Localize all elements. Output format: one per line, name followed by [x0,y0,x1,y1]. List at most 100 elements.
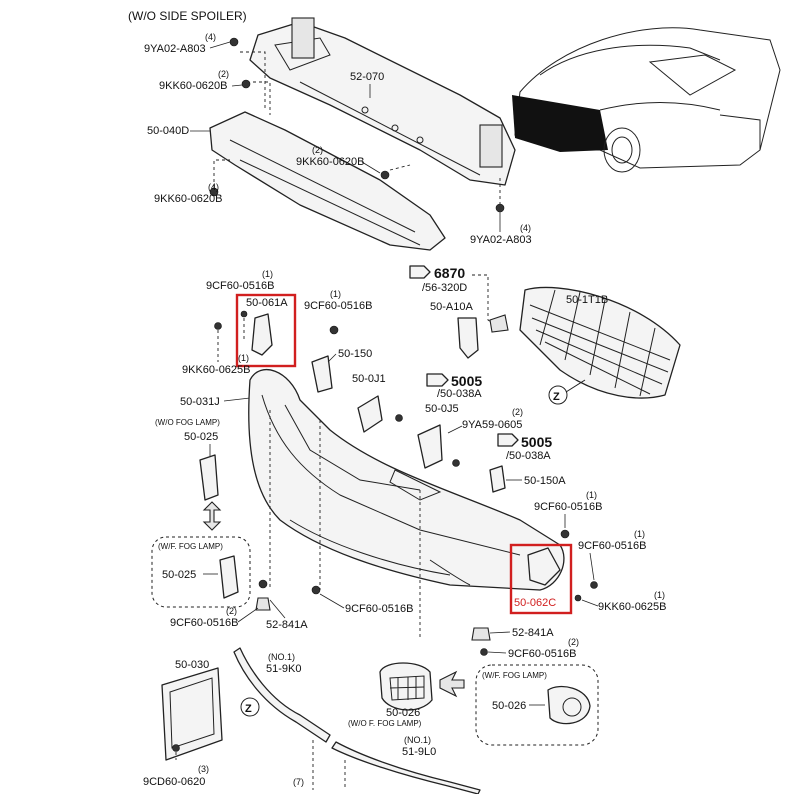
callout-9cf60-e: (2) 9CF60-0516B [170,579,271,629]
callout-9kk60-0620b-a: (2) 9KK60-0620B [159,69,243,92]
callout-9kk60-0620b-c: (4) 9KK60-0620B [154,182,223,205]
callout-50-0j5: 50-0J5 [395,403,459,469]
callout-9ya59: (2) 9YA59-0605 [447,407,523,434]
svg-text:50-0J1: 50-0J1 [352,373,386,385]
svg-text:(W/F. FOG LAMP): (W/F. FOG LAMP) [482,671,547,680]
svg-text:9KK60-0620B: 9KK60-0620B [159,80,228,92]
svg-text:(1): (1) [238,353,249,363]
svg-text:52-841A: 52-841A [512,627,554,639]
svg-text:9YA02-A803: 9YA02-A803 [470,234,532,246]
callout-9cf60-a: (1) 9CF60-0516B [206,269,275,292]
svg-text:50-026: 50-026 [386,707,420,719]
upper-reinforcement [209,17,516,251]
callout-50-061a: 50-061A [235,293,297,368]
callout-wf-fog-left: (W/F. FOG LAMP) 50-025 [151,536,251,608]
svg-text:9CF60-0516B: 9CF60-0516B [578,540,647,552]
car-thumbnail [512,27,781,173]
svg-text:5005: 5005 [451,373,482,389]
callout-52-841a-right: 52-841A [471,627,554,641]
svg-text:(1): (1) [262,269,273,279]
svg-text:50-025: 50-025 [162,569,196,581]
svg-text:(1): (1) [330,289,341,299]
svg-text:(4): (4) [520,223,531,233]
bolt-9kk60-b [380,170,390,180]
callout-50-031j: 50-031J [180,396,251,408]
callout-50-a10a: 50-A10A [430,301,479,359]
svg-text:(1): (1) [654,590,665,600]
svg-text:50-025: 50-025 [184,431,218,443]
svg-text:9CF60-0516B: 9CF60-0516B [345,603,414,615]
svg-text:9KK60-0625B: 9KK60-0625B [598,601,667,613]
front-bumper-fascia [248,369,565,640]
callout-9cf60-d: (1) 9CF60-0516B [578,529,647,581]
callout-qty-7: (7) [293,777,304,787]
svg-text:50-0J5: 50-0J5 [425,403,459,415]
svg-text:9KK60-0625B: 9KK60-0625B [182,364,251,376]
callout-50-0j1: 50-0J1 [352,373,386,433]
callout-52-841a-left: 52-841A [266,599,308,631]
svg-text:9YA02-A803: 9YA02-A803 [144,43,206,55]
svg-text:9CF60-0516B: 9CF60-0516B [508,648,577,660]
callout-50-1t1b: 50-1T1B [566,294,608,306]
callout-50-150: 50-150 [311,348,372,393]
callout-wf-fog-right: (W/F. FOG LAMP) 50-026 [475,664,599,746]
view-z-marker-right: Z [553,391,560,403]
svg-text:50-026: 50-026 [492,700,526,712]
svg-text:52-841A: 52-841A [266,619,308,631]
svg-text:9CF60-0516B: 9CF60-0516B [206,280,275,292]
svg-text:9YA59-0605: 9YA59-0605 [462,419,522,431]
svg-text:(4): (4) [205,32,216,42]
callout-9cd60: (3) 9CD60-0620 [143,764,209,788]
callout-50-150a: 50-150A [489,465,566,493]
svg-text:(4): (4) [208,182,219,192]
svg-text:(1): (1) [634,529,645,539]
svg-text:(NO.1): (NO.1) [404,735,431,745]
view-z-marker-left: Z [245,703,252,715]
callout-9kk60-0625b-right: (1) 9KK60-0625B [581,590,667,613]
svg-text:50-061A: 50-061A [246,297,288,309]
svg-text:/50-038A: /50-038A [506,450,551,462]
svg-text:(2): (2) [568,637,579,647]
svg-text:50-031J: 50-031J [180,396,220,408]
svg-text:50-150: 50-150 [338,348,372,360]
svg-text:51-9K0: 51-9K0 [266,663,301,675]
callout-9ya02-top: (4) 9YA02-A803 [144,32,231,55]
svg-text:9CF60-0516B: 9CF60-0516B [170,617,239,629]
bolt-9kk60-c [209,187,219,197]
svg-text:(NO.1): (NO.1) [268,652,295,662]
svg-text:9KK60-0620B: 9KK60-0620B [154,193,223,205]
svg-text:(7): (7) [293,777,304,787]
svg-text:50-030: 50-030 [175,659,209,671]
diagram-header: (W/O SIDE SPOILER) [128,9,247,23]
svg-text:/56-320D: /56-320D [422,282,467,294]
svg-text:9CD60-0620: 9CD60-0620 [143,776,205,788]
callout-5005-a: 5005 /50-038A [426,373,482,400]
svg-text:(W/F. FOG LAMP): (W/F. FOG LAMP) [158,542,223,551]
lower-grille: Z [519,286,681,405]
callout-50-025-wo: (W/O FOG LAMP) 50-025 [155,418,222,531]
highlight-50-061a [235,293,297,368]
callout-52-070: 52-070 [350,71,384,98]
callout-9ya02-bot: (4) 9YA02-A803 [470,212,532,246]
highlight-50-062c [509,543,573,615]
svg-text:50-040D: 50-040D [147,125,189,137]
svg-text:/50-038A: /50-038A [437,388,482,400]
svg-text:9CF60-0516B: 9CF60-0516B [534,501,603,513]
bolt-9ya02-bot [495,203,505,213]
callout-51-9k0: (NO.1) 51-9K0 Z [233,647,346,790]
svg-text:(1): (1) [586,490,597,500]
callout-9kk60-0625b-left: (1) 9KK60-0625B [182,322,251,376]
svg-text:50-A10A: 50-A10A [430,301,473,313]
bolt-9ya02-top [229,37,239,47]
callout-9cf60-f: 9CF60-0516B [311,585,414,615]
svg-text:(2): (2) [512,407,523,417]
callout-51-9l0: (NO.1) 51-9L0 [331,735,481,794]
callout-6870: 6870 /56-320D [409,265,509,333]
svg-text:6870: 6870 [434,265,465,281]
callout-9kk60-0620b-b: (2) 9KK60-0620B [296,145,381,174]
svg-text:(2): (2) [218,69,229,79]
svg-text:52-070: 52-070 [350,71,384,83]
callout-9cf60-b: (1) 9CF60-0516B [304,289,373,335]
svg-text:50-150A: 50-150A [524,475,566,487]
